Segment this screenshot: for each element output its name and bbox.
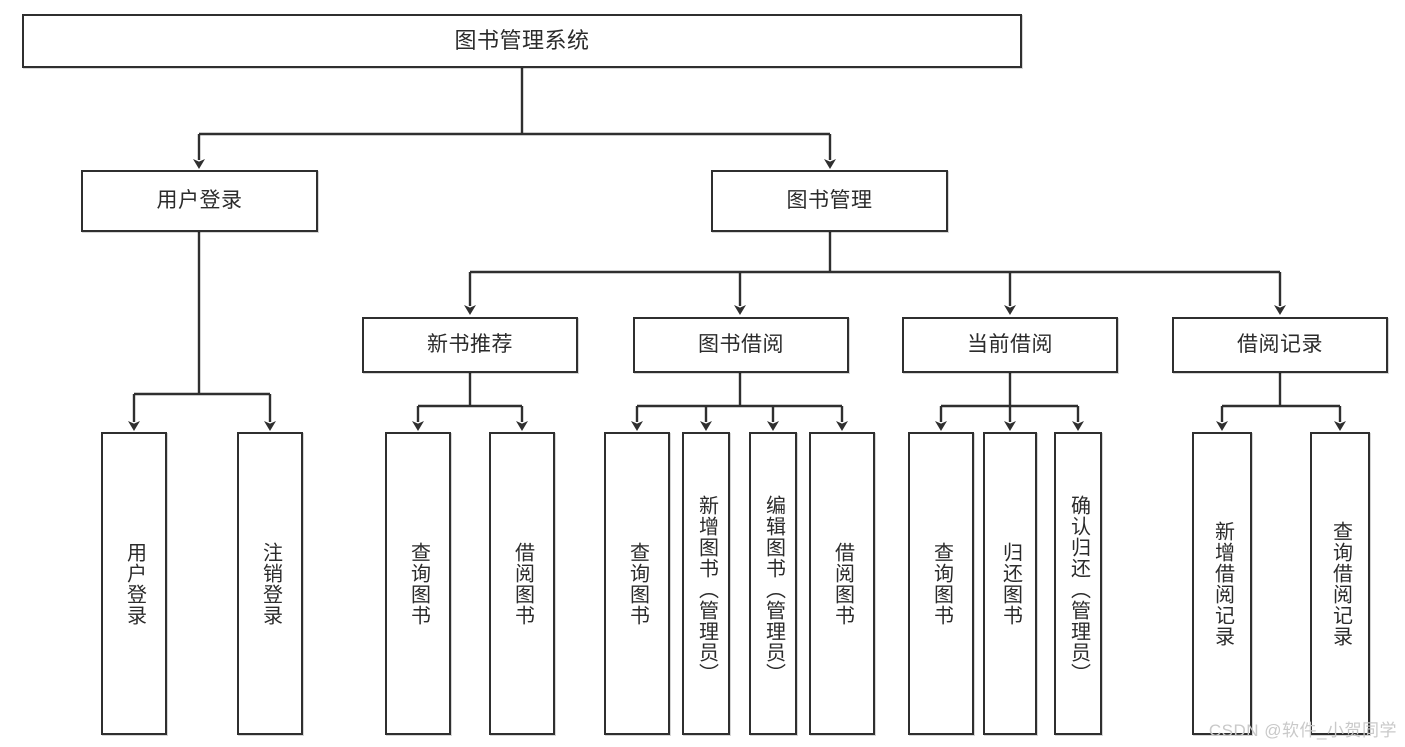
node-user-login[interactable]: 用户登录 xyxy=(81,170,318,232)
leaf-borrow-book[interactable]: 借阅图书 xyxy=(809,432,875,735)
leaf-query-borrow-record[interactable]: 查询借阅记录 xyxy=(1310,432,1370,735)
node-label: 新书推荐 xyxy=(427,332,513,356)
node-borrow-record[interactable]: 借阅记录 xyxy=(1172,317,1388,373)
node-label: 编辑图书（管理员） xyxy=(762,495,785,684)
node-label: 查询借阅记录 xyxy=(1329,520,1352,647)
node-book-management[interactable]: 图书管理 xyxy=(711,170,948,232)
node-label: 图书管理 xyxy=(786,188,873,212)
node-label: 图书借阅 xyxy=(698,332,784,356)
node-label: 用户登录 xyxy=(123,541,146,626)
node-label: 新增借阅记录 xyxy=(1211,520,1234,647)
leaf-query-book-rec[interactable]: 查询图书 xyxy=(385,432,451,735)
leaf-query-book-borrow[interactable]: 查询图书 xyxy=(604,432,670,735)
leaf-add-borrow-record[interactable]: 新增借阅记录 xyxy=(1192,432,1252,735)
leaf-confirm-return-admin[interactable]: 确认归还（管理员） xyxy=(1054,432,1102,735)
leaf-edit-book-admin[interactable]: 编辑图书（管理员） xyxy=(749,432,797,735)
leaf-user-login[interactable]: 用户登录 xyxy=(101,432,167,735)
node-label: 查询图书 xyxy=(626,541,649,626)
node-label: 归还图书 xyxy=(999,541,1022,626)
csdn-watermark: CSDN @软件_小贺同学 xyxy=(1208,721,1397,740)
node-label: 注销登录 xyxy=(259,541,282,626)
node-label: 查询图书 xyxy=(407,541,430,626)
leaf-borrow-book-rec[interactable]: 借阅图书 xyxy=(489,432,555,735)
node-label: 借阅记录 xyxy=(1237,332,1323,356)
node-label: 确认归还（管理员） xyxy=(1067,495,1090,684)
node-label: 查询图书 xyxy=(930,541,953,626)
node-label: 借阅图书 xyxy=(511,541,534,626)
node-label: 当前借阅 xyxy=(967,332,1053,356)
node-current-borrow[interactable]: 当前借阅 xyxy=(902,317,1118,373)
leaf-add-book-admin[interactable]: 新增图书（管理员） xyxy=(682,432,730,735)
node-label: 借阅图书 xyxy=(831,541,854,626)
node-new-book-recommendation[interactable]: 新书推荐 xyxy=(362,317,578,373)
leaf-return-book[interactable]: 归还图书 xyxy=(983,432,1037,735)
node-book-borrow[interactable]: 图书借阅 xyxy=(633,317,849,373)
node-root-system[interactable]: 图书管理系统 xyxy=(22,14,1022,68)
node-label: 用户登录 xyxy=(156,188,243,212)
node-label: 图书管理系统 xyxy=(454,28,590,54)
node-label: 新增图书（管理员） xyxy=(695,495,718,684)
leaf-logout[interactable]: 注销登录 xyxy=(237,432,303,735)
leaf-query-book-current[interactable]: 查询图书 xyxy=(908,432,974,735)
